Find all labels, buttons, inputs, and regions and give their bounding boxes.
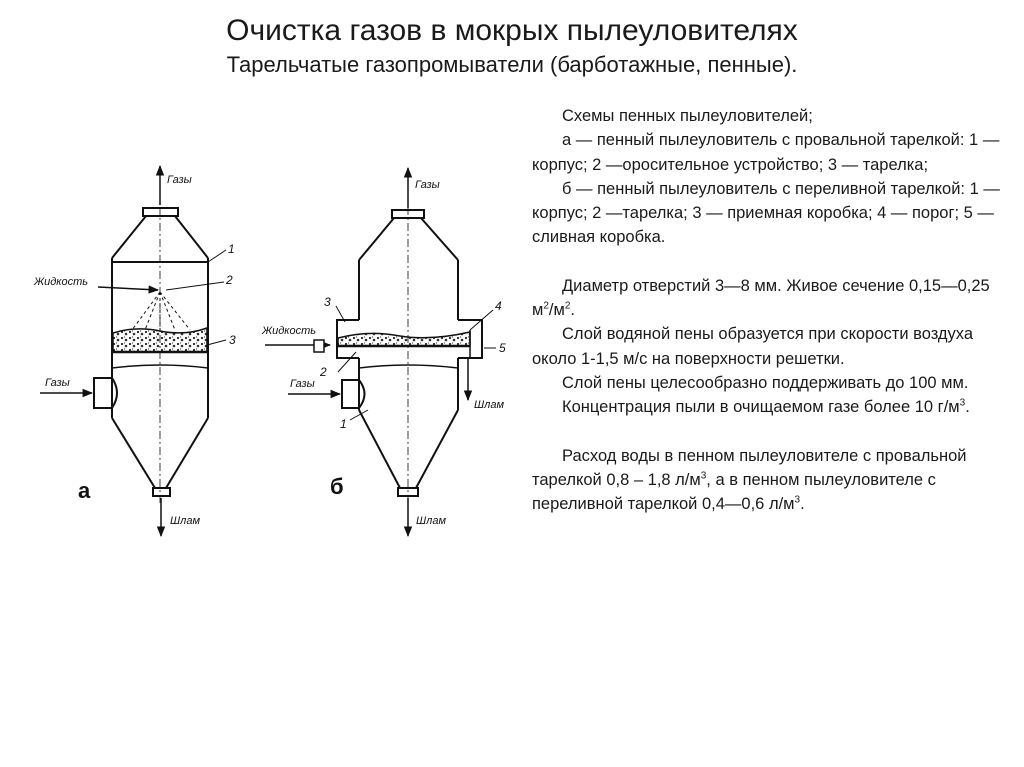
a-gas-in-label: Газы: [45, 377, 70, 389]
bottom-outlet-b: [397, 487, 419, 497]
gas-inlet-a: [93, 377, 113, 409]
page-subtitle: Тарельчатые газопромыватели (барботажные…: [226, 52, 798, 77]
scrubber-b: [265, 166, 496, 538]
scrubber-a: [40, 164, 227, 538]
top-outlet-a: [142, 207, 179, 217]
top-cone-a: [111, 215, 209, 259]
a-num-3: 3: [229, 333, 236, 347]
a-gas-out-label: Газы: [167, 174, 192, 186]
a-letter: а: [78, 478, 91, 503]
b-num-3: 3: [324, 295, 331, 309]
spray-a: [131, 291, 191, 331]
b-num-2: 2: [319, 365, 327, 379]
bottom-cone-b: [358, 409, 459, 489]
description-text: Схемы пенных пылеуловителей; а — пенный …: [532, 104, 1014, 516]
bottom-outlet-a: [152, 487, 171, 497]
page-title: Очистка газов в мокрых пылеуловителях: [226, 14, 798, 47]
b-num-5: 5: [499, 341, 506, 355]
receiving-box-b: [336, 319, 359, 359]
caption-a: а — пенный пылеуловитель с провальной та…: [532, 131, 1000, 174]
caption-heading: Схемы пенных пылеуловителей;: [562, 107, 813, 125]
foam-thickness-text: Слой пены целесообразно поддерживать до …: [562, 373, 969, 392]
foam-scrubbers-diagram: Газы Жидкость Газы Шлам 1 2 3 а: [33, 164, 506, 538]
body-upper-b: [358, 260, 459, 320]
a-liquid-label: Жидкость: [33, 276, 88, 288]
a-num-1: 1: [228, 242, 235, 256]
bottom-cone-a: [111, 417, 209, 489]
b-num-1: 1: [340, 417, 347, 431]
hole-diameter-text: Диаметр отверстий 3—8 мм. Живое сечение …: [532, 276, 990, 320]
caption-b: б — пенный пылеуловитель с переливной та…: [532, 179, 1000, 247]
top-cone-b: [358, 217, 459, 261]
b-gas-out-label: Газы: [415, 179, 440, 191]
b-side-sludge-label: Шлам: [474, 399, 504, 411]
b-gas-in-label: Газы: [290, 378, 315, 390]
foam-layer-b: [337, 331, 471, 347]
a-sludge-label: Шлам: [170, 515, 200, 527]
a-num-2: 2: [225, 273, 233, 287]
b-liquid-label: Жидкость: [261, 325, 316, 337]
liquid-pipe-a: [97, 285, 160, 294]
foam-velocity-text: Слой водяной пены образуется при скорост…: [532, 325, 974, 368]
water-consumption-text: Расход воды в пенном пылеуловителе с про…: [532, 446, 967, 514]
b-num-4: 4: [495, 299, 502, 313]
dust-concentration-text: Концентрация пыли в очищаемом газе более…: [562, 397, 970, 417]
b-sludge-label: Шлам: [416, 515, 446, 527]
b-letter: б: [330, 474, 344, 499]
gas-inlet-b: [341, 379, 360, 409]
